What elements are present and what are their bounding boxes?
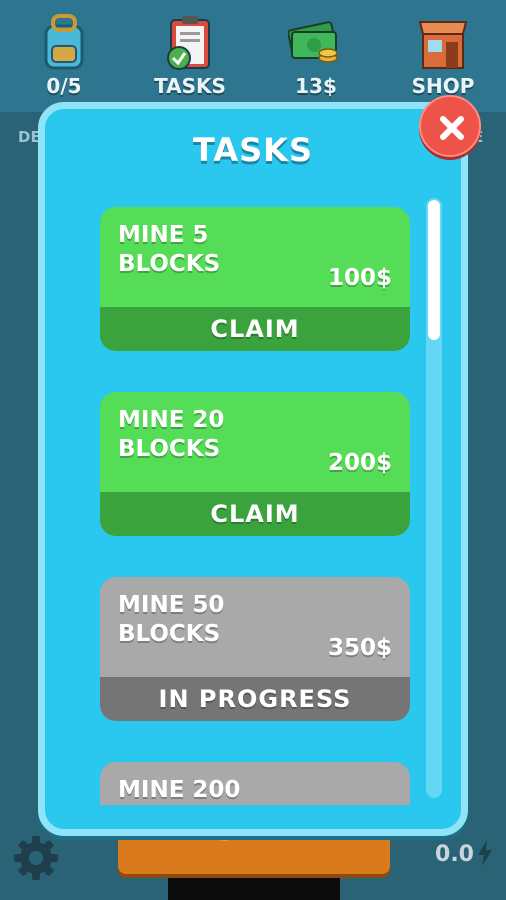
speed-readout: 0.0 (435, 840, 494, 867)
close-icon (440, 116, 464, 140)
hud-shop[interactable]: SHOP (383, 0, 503, 112)
task-card: MINE 200 (100, 762, 410, 805)
speed-value: 0.0 (435, 842, 474, 867)
background-label-left: DE (18, 128, 41, 146)
in-progress-button: IN PROGRESS (100, 677, 410, 721)
hud-backpack[interactable]: 0/5 (4, 0, 124, 112)
backpack-icon (44, 14, 84, 70)
task-card: MINE 20 BLOCKS 200$ CLAIM (100, 392, 410, 536)
task-reward: 350$ (327, 635, 392, 661)
claim-button[interactable]: CLAIM (100, 492, 410, 536)
pedestal (168, 878, 340, 900)
scrollbar[interactable] (426, 198, 442, 798)
money-stack-icon (288, 21, 338, 63)
claim-button[interactable]: CLAIM (100, 307, 410, 351)
hud-tasks[interactable]: TASKS (130, 0, 250, 112)
task-name: MINE 50 BLOCKS (118, 592, 225, 647)
task-card: MINE 50 BLOCKS 350$ IN PROGRESS (100, 577, 410, 721)
settings-gear-icon[interactable] (10, 832, 62, 884)
tasks-label: TASKS (154, 74, 226, 98)
tasks-modal: TASKS MINE 5 BLOCKS 100$ CLAIM MINE 20 B… (38, 102, 468, 836)
task-name: MINE 200 (118, 777, 241, 803)
task-card: MINE 5 BLOCKS 100$ CLAIM (100, 207, 410, 351)
task-reward: 200$ (327, 450, 392, 476)
shop-icon (418, 21, 468, 69)
top-hud: 0/5 TASKS 13$ SHOP (0, 0, 506, 112)
task-name: MINE 20 BLOCKS (118, 407, 225, 462)
modal-title: TASKS (193, 131, 313, 169)
scrollbar-thumb[interactable] (428, 200, 440, 340)
close-button[interactable] (419, 95, 481, 157)
sell-button[interactable]: SELL (118, 832, 390, 874)
lightning-icon (478, 840, 492, 866)
money-amount: 13$ (295, 74, 337, 98)
clipboard-check-icon (167, 16, 210, 70)
task-name: MINE 5 BLOCKS (118, 222, 221, 277)
task-reward: 100$ (327, 265, 392, 291)
task-list[interactable]: MINE 5 BLOCKS 100$ CLAIM MINE 20 BLOCKS … (100, 207, 410, 805)
hud-money: 13$ (256, 0, 376, 112)
backpack-count: 0/5 (46, 74, 82, 98)
shop-label: SHOP (411, 74, 475, 98)
